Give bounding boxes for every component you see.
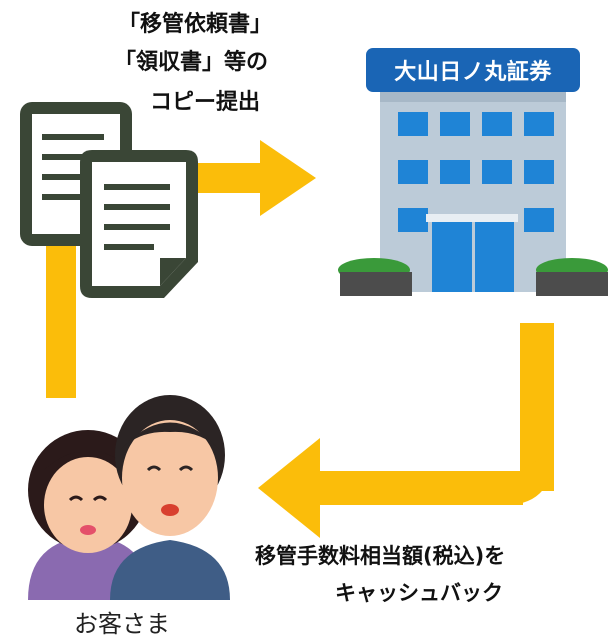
submit-arrow-head	[260, 140, 316, 216]
shrub-right	[536, 258, 608, 296]
firm-sign	[366, 48, 580, 92]
shrub-left	[338, 258, 412, 296]
customer-couple-icon	[28, 395, 230, 600]
customer-label: お客さま	[74, 610, 170, 638]
cashback-arrow-shaft-horizontal	[318, 471, 523, 505]
cashback-caption-line2: キャッシュバック	[335, 581, 503, 605]
office-building-icon	[338, 48, 608, 296]
submit-arrow-shaft-vertical	[46, 240, 76, 398]
documents-caption-line3: コピー提出	[150, 90, 261, 115]
cashback-caption-line1: 移管手数料相当額(税込)を	[255, 544, 506, 568]
document-front-icon	[80, 150, 198, 298]
cashback-arrow-corner	[505, 450, 554, 505]
cashback-arrow-head	[258, 438, 320, 538]
woman-figure	[28, 430, 150, 600]
documents-caption-line1: 「移管依頼書」	[118, 12, 273, 37]
man-figure	[110, 395, 230, 600]
documents-caption-line2: 「領収書」等の	[114, 50, 269, 75]
cashback-arrow	[258, 323, 554, 538]
firm-name-label: 大山日ノ丸証券	[394, 60, 552, 85]
